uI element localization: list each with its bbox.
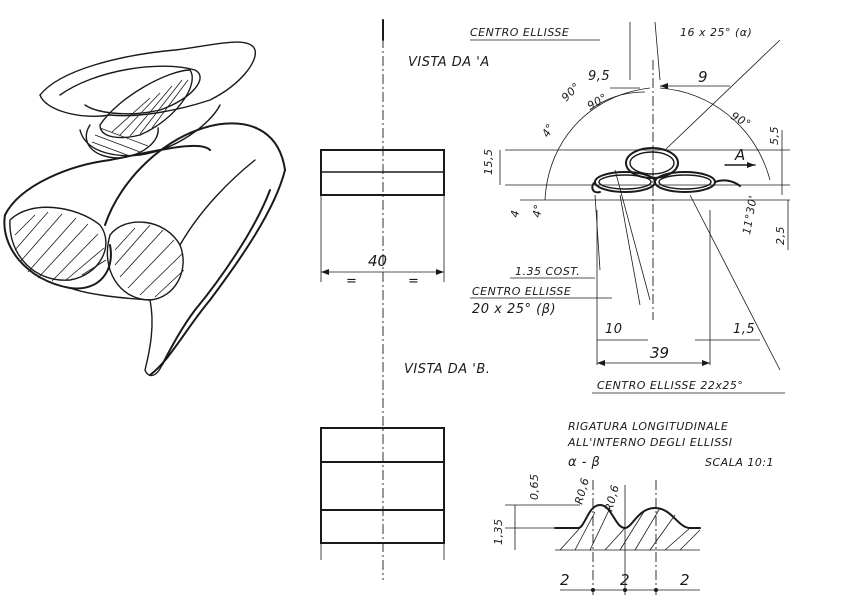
dim-2-5: 2,5 bbox=[774, 226, 787, 245]
section-detail: CENTRO ELLISSE 16 x 25° (α) 9,5 9 bbox=[470, 21, 790, 394]
detail-pitch-a: 2 bbox=[560, 571, 570, 589]
dim-9: 9 bbox=[698, 68, 708, 86]
equal-mark-right: = bbox=[408, 274, 419, 289]
view-b-title: VISTA DA 'B. bbox=[404, 362, 490, 377]
dim-90-b: 90° bbox=[585, 91, 610, 113]
dim-1-5: 1,5 bbox=[733, 322, 755, 337]
dim-11-30: 11°30' bbox=[740, 194, 760, 235]
dim-4-deg-b: 4° bbox=[530, 203, 545, 219]
equal-mark-left: = bbox=[346, 274, 357, 289]
perspective-sketch bbox=[3, 41, 286, 377]
view-a-title: VISTA DA 'A bbox=[408, 55, 490, 70]
dim-10: 10 bbox=[605, 322, 623, 337]
detail-height-1-35: 1,35 bbox=[492, 519, 505, 546]
dim-39: 39 bbox=[650, 344, 669, 362]
centro-beta-line2: 20 x 25° (β) bbox=[472, 302, 556, 317]
dim-5-5: 5,5 bbox=[768, 126, 781, 145]
centro-beta-line1: CENTRO ELLISSE bbox=[472, 285, 571, 298]
rigatura-line3: α - β bbox=[568, 455, 600, 470]
section-label-a: A bbox=[734, 146, 745, 164]
dim-1-35-cost: 1.35 COST. bbox=[515, 265, 580, 278]
detail-pitch-c: 2 bbox=[680, 571, 690, 589]
dim-4: 4 bbox=[508, 209, 522, 219]
detail-height-0-65: 0,65 bbox=[528, 474, 541, 501]
detail-pitch-b: 2 bbox=[620, 571, 630, 589]
top-centro-label: CENTRO ELLISSE bbox=[470, 26, 569, 39]
knurling-detail: RIGATURA LONGITUDINALE ALL'INTERNO DEGLI… bbox=[492, 420, 774, 595]
scale-label: SCALA 10:1 bbox=[705, 456, 774, 469]
dim-90-a: 90° bbox=[559, 80, 583, 104]
rigatura-line1: RIGATURA LONGITUDINALE bbox=[568, 420, 728, 433]
dim-15-5: 15,5 bbox=[482, 149, 495, 176]
width-dimension: 40 bbox=[368, 252, 387, 270]
dim-9-5: 9,5 bbox=[588, 69, 610, 84]
centro-bottom-label: CENTRO ELLISSE 22x25° bbox=[597, 379, 743, 392]
dim-90-c: 90° bbox=[729, 109, 754, 131]
rigatura-line2: ALL'INTERNO DEGLI ELLISSI bbox=[567, 436, 733, 449]
detail-radius-b: R0,6 bbox=[602, 483, 622, 513]
top-centro-dim: 16 x 25° (α) bbox=[680, 26, 752, 39]
detail-radius-a: R0,6 bbox=[572, 476, 592, 506]
elevation-views: VISTA DA 'A 40 = = VISTA DA 'B. bbox=[320, 19, 490, 580]
dim-4-deg-a: 4° bbox=[539, 121, 557, 139]
